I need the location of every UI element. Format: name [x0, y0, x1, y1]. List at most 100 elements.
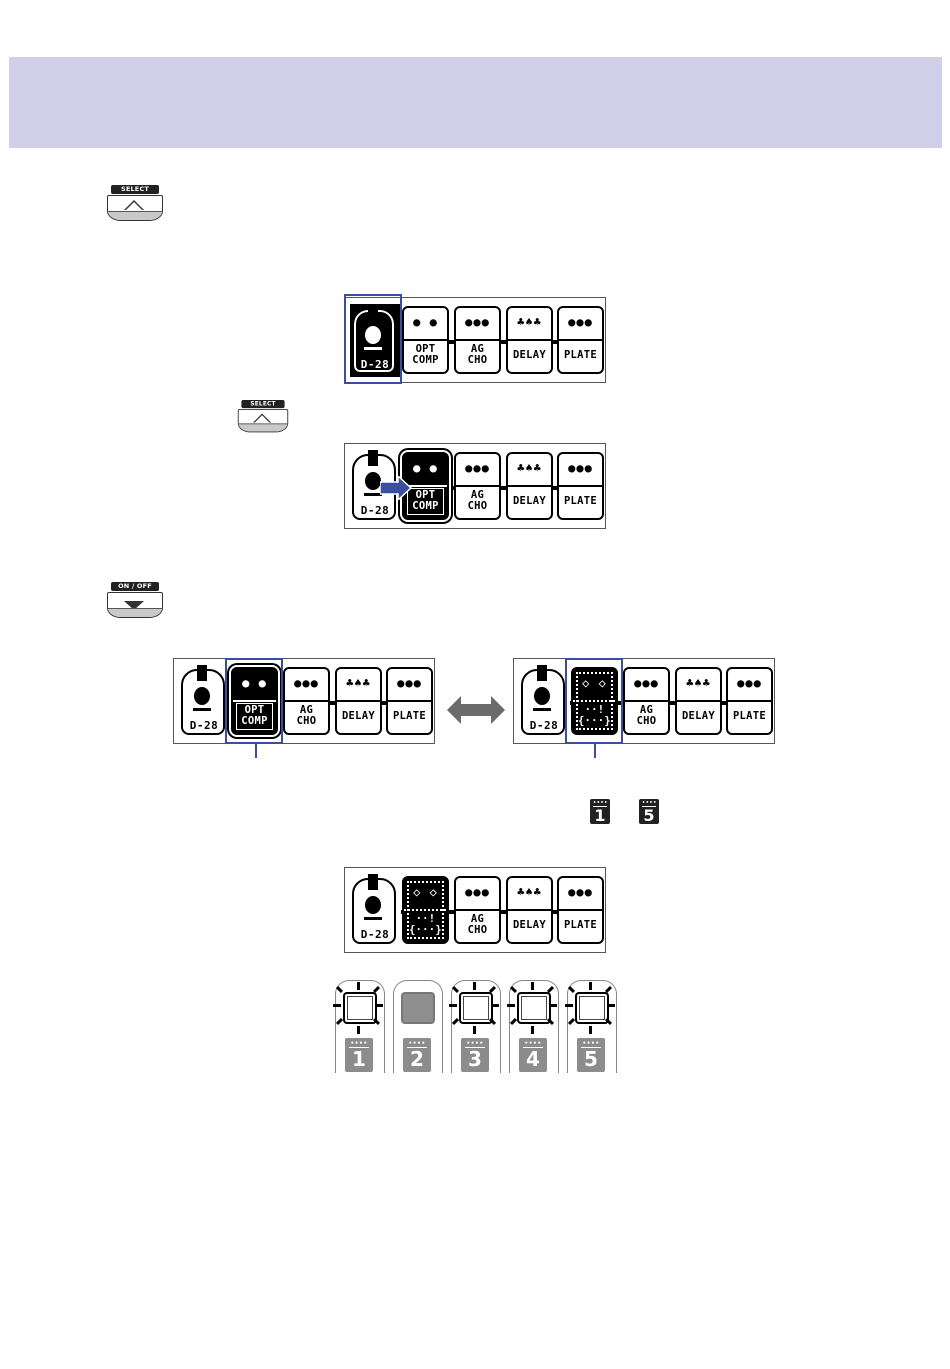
- effect-name: PLATE: [559, 920, 602, 931]
- footswitch-number-badge: ••••4: [519, 1038, 547, 1072]
- footswitch-number-badge: ••••3: [461, 1038, 489, 1072]
- effect-block[interactable]: ●●●PLATE: [557, 306, 604, 374]
- led-blink-ray: [491, 1004, 499, 1007]
- effect-name: DELAY: [337, 711, 380, 722]
- effect-block[interactable]: ◇ ◇··!{···}: [402, 876, 449, 944]
- effect-name: DELAY: [508, 496, 551, 507]
- effect-block[interactable]: ●●●PLATE: [386, 667, 433, 735]
- guitar-model-icon[interactable]: D-28: [179, 665, 229, 738]
- effect-block[interactable]: ●●● PLATE: [557, 876, 604, 944]
- effect-name-line1: PLATE: [563, 919, 598, 931]
- effect-name-line1: ··!: [584, 704, 605, 716]
- effect-divider: [559, 339, 602, 341]
- effect-name: PLATE: [728, 711, 771, 722]
- effect-divider: [625, 700, 668, 702]
- guitar-model-icon[interactable]: D-28: [519, 665, 569, 738]
- guitar-model-icon[interactable]: D-28: [350, 304, 400, 377]
- effect-block[interactable]: ◇ ◇ ··!{···}: [571, 667, 618, 735]
- guitar-model-icon[interactable]: D-28: [350, 874, 400, 947]
- effect-block[interactable]: ●●●PLATE: [726, 667, 773, 735]
- led-blink-ray: [473, 1026, 476, 1034]
- effect-knobs-icon: ● ●: [413, 315, 438, 329]
- footswitch-4[interactable]: ••••4: [505, 978, 561, 1074]
- toggle-double-arrow-icon: [447, 696, 505, 724]
- effect-knobs-icon: ◇ ◇: [582, 676, 607, 690]
- led-blink-ray: [449, 1004, 457, 1007]
- effect-name-line1: DELAY: [341, 710, 376, 722]
- led-blink-ray: [357, 982, 360, 990]
- footswitch-led: [459, 992, 493, 1024]
- effect-block[interactable]: ♣♠♣DELAY: [506, 452, 553, 520]
- footswitch-5[interactable]: ••••5: [563, 978, 619, 1074]
- led-blink-ray: [531, 1026, 534, 1034]
- led-blink-ray: [333, 1004, 341, 1007]
- select-key-label: SELECT: [241, 400, 285, 409]
- effect-name: PLATE: [388, 711, 431, 722]
- effect-divider: [388, 700, 431, 702]
- effect-name-line2: {···}: [408, 924, 443, 936]
- effect-name-line1: OPT: [415, 489, 436, 501]
- footswitch-2[interactable]: ••••2: [389, 978, 445, 1074]
- effect-name: PLATE: [559, 496, 602, 507]
- effect-name-line1: AG: [470, 913, 485, 925]
- footswitch-number: 3: [468, 1047, 482, 1071]
- effect-divider: [456, 339, 499, 341]
- effect-divider: [508, 485, 551, 487]
- effect-name: ··!{···}: [573, 705, 616, 727]
- signal-chain-line: [401, 486, 601, 490]
- effect-knobs-icon: ●●●: [634, 676, 659, 690]
- move-right-arrow-icon: [380, 476, 412, 500]
- guitar-model-label: D-28: [360, 358, 390, 371]
- footswitch-number-badge: ••••2: [403, 1038, 431, 1072]
- effect-knobs-icon: ♣♠♣: [346, 676, 371, 690]
- led-blink-ray: [549, 1004, 557, 1007]
- callout-line: [255, 744, 257, 758]
- effect-name-line2: CHO: [467, 924, 488, 936]
- effect-name-line1: DELAY: [512, 919, 547, 931]
- effect-block[interactable]: ♣♠♣DELAY: [506, 306, 553, 374]
- effect-divider: [337, 700, 380, 702]
- footswitch-1[interactable]: ••••1: [331, 978, 387, 1074]
- effect-knobs-icon: ●●●: [294, 676, 319, 690]
- led-blink-ray: [607, 1004, 615, 1007]
- footswitch-3[interactable]: ••••3: [447, 978, 503, 1074]
- effect-knobs-icon: ●●●: [465, 461, 490, 475]
- effect-name-line2: CHO: [467, 354, 488, 366]
- effect-name-line1: PLATE: [732, 710, 767, 722]
- effect-name-line2: COMP: [412, 354, 439, 366]
- effect-block[interactable]: ♣♠♣DELAY: [675, 667, 722, 735]
- effect-block[interactable]: ●●● PLATE: [557, 452, 604, 520]
- effect-name-line2: CHO: [636, 715, 657, 727]
- footswitch-outline: [393, 980, 443, 1073]
- footswitch-led: [401, 992, 435, 1024]
- led-blink-ray: [565, 1004, 573, 1007]
- effect-knobs-icon: ●●●: [465, 315, 490, 329]
- led-blink-ray: [357, 1026, 360, 1034]
- effect-knobs-icon: ◇ ◇: [413, 885, 438, 899]
- effect-divider: [508, 909, 551, 911]
- signal-chain-line: [401, 340, 601, 344]
- effect-knobs-icon: ●●●: [568, 885, 593, 899]
- effect-name-line1: OPT: [415, 343, 436, 355]
- effect-block[interactable]: ♣♠♣DELAY: [506, 876, 553, 944]
- led-blink-ray: [375, 1004, 383, 1007]
- effect-name-line2: {···}: [577, 715, 612, 727]
- footswitch-led: [343, 992, 377, 1024]
- effect-knobs-icon: ●●●: [568, 461, 593, 475]
- selection-highlight: [344, 294, 402, 384]
- effect-name-line1: DELAY: [512, 349, 547, 361]
- effect-block[interactable]: ♣♠♣ DELAY: [335, 667, 382, 735]
- footswitch-number: 5: [584, 1047, 598, 1071]
- guitar-model-label: D-28: [529, 719, 559, 732]
- select-key-body: [237, 409, 289, 433]
